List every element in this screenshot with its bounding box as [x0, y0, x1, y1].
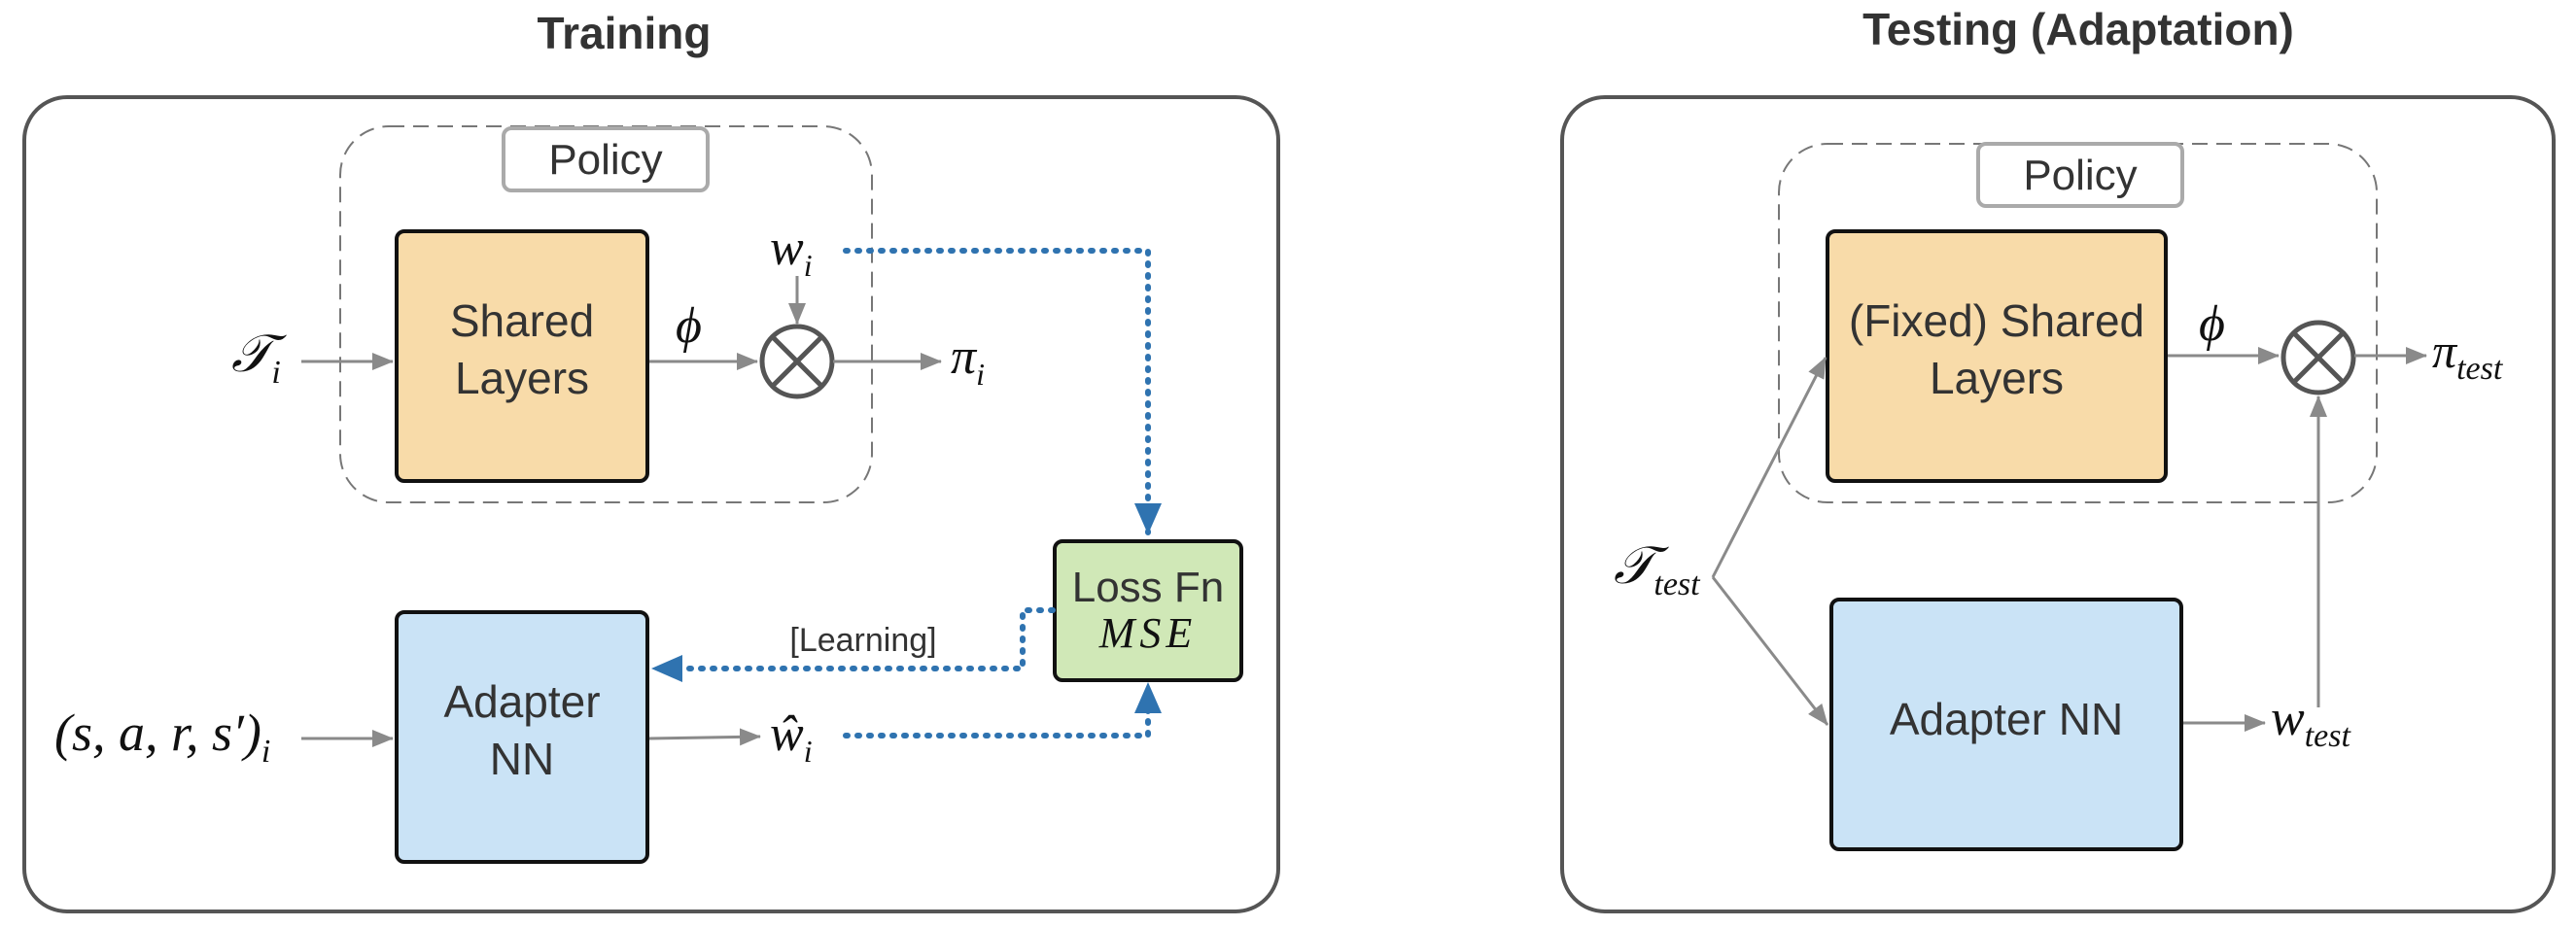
training-shared-layers-line1: Shared — [450, 295, 594, 346]
training-weight-to-loss-arrowhead — [1134, 503, 1162, 534]
testing-adapter-label: Adapter NN — [1890, 694, 2123, 744]
training-learning-arrowhead — [651, 655, 682, 682]
training-phi-label: ϕ — [676, 298, 702, 354]
training-transition-input-label: (s, a, r, s′)i — [54, 704, 270, 770]
training-weight-label: wi — [770, 221, 813, 283]
testing-policy-label-box — [1976, 142, 2184, 208]
testing-shared-layers-line2: Layers — [1930, 353, 2064, 403]
training-policy-group — [339, 125, 873, 503]
training-weight-to-loss-path — [843, 248, 1151, 535]
testing-task-to-adapter-arrow — [1711, 576, 1829, 726]
training-multiply-operator — [759, 324, 835, 399]
testing-section: Testing (Adaptation) Policy (Fixed) Shar… — [1560, 4, 2556, 913]
testing-shared-layers-line1: (Fixed) Shared — [1849, 295, 2144, 346]
training-adapter-line1: Adapter — [443, 676, 600, 727]
training-section: Training Policy Shared Layers 𝒯i ϕ wi πi… — [22, 8, 1280, 913]
training-adapter-block — [395, 610, 649, 864]
training-policy-label-box — [502, 126, 710, 192]
testing-shared-layers-block — [1826, 229, 2168, 483]
testing-adapter-block — [1829, 598, 2183, 851]
training-loss-line2: MSE — [1098, 609, 1198, 657]
training-policy-label: Policy — [548, 136, 662, 184]
training-title: Training — [538, 8, 712, 58]
testing-weight-label: wtest — [2271, 691, 2351, 754]
training-shared-layers-line2: Layers — [455, 353, 589, 403]
training-learning-label: [Learning] — [789, 622, 936, 659]
training-policy-output-label: πi — [951, 329, 985, 392]
testing-policy-label: Policy — [2023, 152, 2137, 199]
testing-multiply-operator — [2280, 320, 2356, 395]
training-estimate-to-loss-arrowhead — [1134, 682, 1162, 713]
training-loss-line1: Loss Fn — [1072, 564, 1225, 611]
training-estimated-weight-label: ŵi — [770, 706, 813, 769]
training-shared-layers-block — [395, 229, 649, 483]
testing-task-to-shared-arrow — [1711, 357, 1828, 578]
training-panel — [22, 95, 1280, 913]
testing-title: Testing (Adaptation) — [1862, 4, 2294, 54]
training-learning-path — [678, 607, 1056, 671]
training-adapter-line2: NN — [490, 734, 554, 784]
training-adapter-output-arrow — [648, 728, 761, 746]
testing-phi-label: ϕ — [2199, 296, 2225, 352]
testing-policy-output-label: πtest — [2432, 324, 2504, 387]
